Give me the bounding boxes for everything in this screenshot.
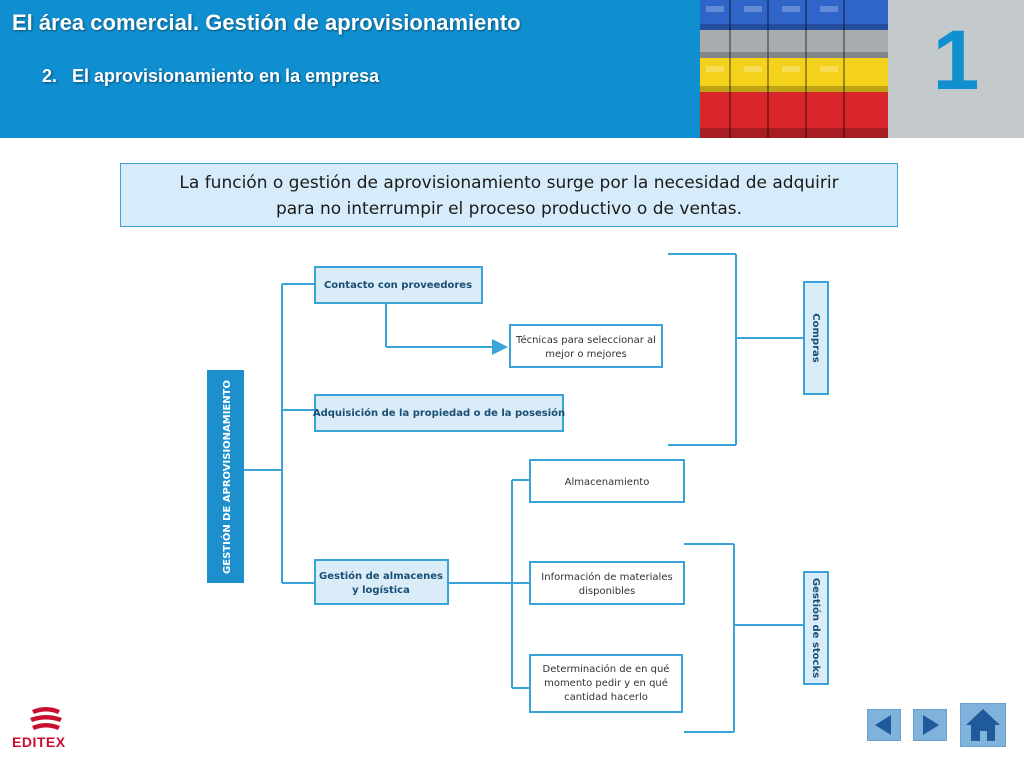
connector-lines (244, 253, 804, 733)
label-determinacion-line-1: Determinación de en qué (543, 663, 670, 675)
editex-logo-text: EDITEX (12, 734, 66, 750)
triangle-left-icon (875, 715, 891, 735)
storage-bins-photo (700, 0, 888, 138)
editex-logo: EDITEX (12, 706, 78, 752)
box-informacion-materiales (529, 561, 685, 605)
box-tecnicas-seleccionar (509, 324, 663, 368)
unit-number: 1 (932, 13, 980, 107)
box-almacenamiento (529, 459, 685, 503)
label-informacion-line-1: Información de materiales (541, 571, 672, 583)
editex-logo-icon (30, 707, 62, 730)
label-informacion-line-2: disponibles (579, 586, 635, 597)
intro-line-2: para no interrumpir el proceso productiv… (275, 199, 743, 219)
box-determinacion (529, 654, 683, 713)
next-button[interactable] (913, 709, 947, 741)
unit-panel: 1 (888, 0, 1024, 138)
label-gestion-stocks: Gestión de stocks (810, 578, 822, 678)
label-gestion-almacenes-line-1: Gestión de almacenes (319, 570, 443, 582)
section-subtitle: 2. El aprovisionamiento en la empresa (42, 66, 380, 86)
box-gestion-stocks (803, 571, 829, 685)
label-almacenamiento: Almacenamiento (565, 477, 650, 488)
intro-line-1: La función o gestión de aprovisionamient… (179, 173, 839, 193)
root-box (207, 370, 244, 583)
box-compras (803, 281, 829, 395)
page-title: El área comercial. Gestión de aprovision… (12, 10, 521, 35)
label-contacto-proveedores: Contacto con proveedores (324, 280, 472, 291)
label-determinacion-line-2: momento pedir y en qué (544, 677, 668, 689)
triangle-right-icon (923, 715, 939, 735)
header-banner: El área comercial. Gestión de aprovision… (0, 0, 1024, 138)
label-tecnicas-line-1: Técnicas para seleccionar al (515, 334, 656, 346)
home-button[interactable] (960, 703, 1006, 747)
box-adquisicion (314, 394, 564, 432)
previous-button[interactable] (867, 709, 901, 741)
label-determinacion-line-3: cantidad hacerlo (564, 692, 648, 703)
label-tecnicas-line-2: mejor o mejores (545, 349, 626, 360)
label-compras: Compras (810, 313, 821, 362)
label-adquisicion: Adquisición de la propiedad o de la pose… (313, 407, 565, 419)
root-label: GESTIÓN DE APROVISIONAMIENTO (220, 380, 233, 574)
intro-box: La función o gestión de aprovisionamient… (120, 163, 898, 227)
home-icon (966, 709, 1000, 741)
box-contacto-proveedores (314, 266, 483, 304)
box-gestion-almacenes (314, 559, 449, 605)
label-gestion-almacenes-line-2: y logística (352, 584, 410, 596)
